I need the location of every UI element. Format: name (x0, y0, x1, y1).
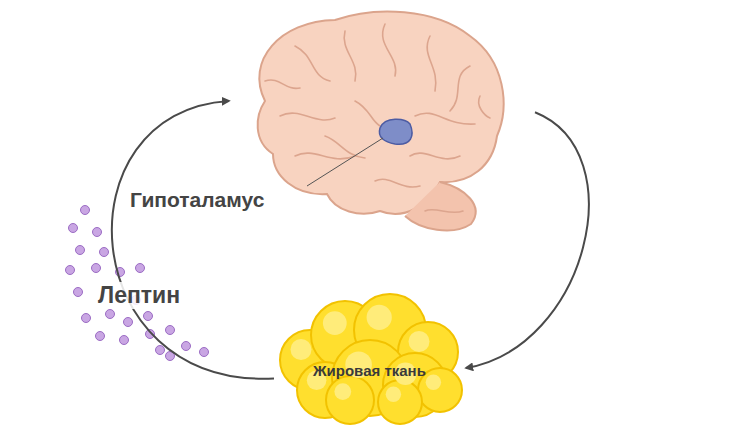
cycle-arrow (112, 101, 274, 379)
hormone-label: Лептин (95, 282, 183, 309)
fat-tissue-blob: Жировая ткань (280, 290, 458, 420)
fat-outline (280, 290, 458, 420)
node-label: Жировая ткань (313, 362, 426, 379)
brain-illustration: Гипоталамус (235, 6, 510, 232)
brain-outline (235, 6, 510, 232)
structure-label: Гипоталамус (130, 188, 264, 212)
